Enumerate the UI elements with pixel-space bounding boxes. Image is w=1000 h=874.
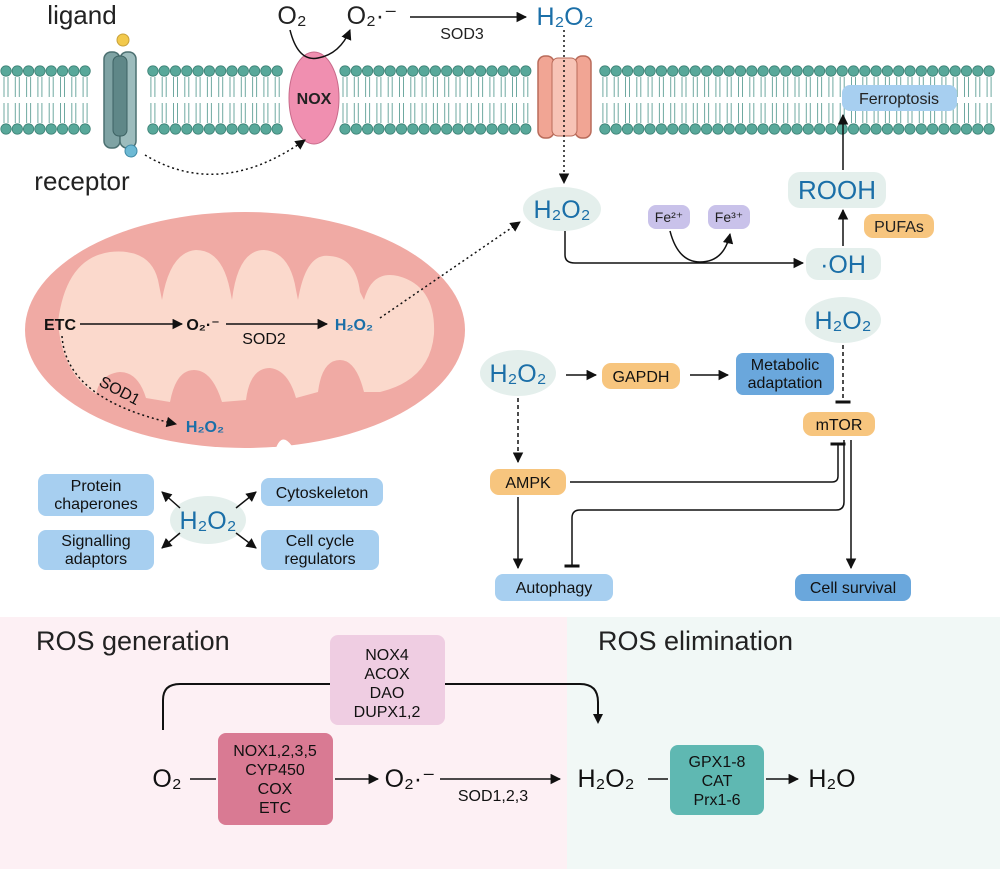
mito-h2o2-label: H₂O₂: [335, 317, 373, 334]
pufas-box: [864, 214, 934, 238]
o2-top-label: O₂: [277, 2, 306, 30]
h2o2-cytosol-bubble: [523, 187, 601, 231]
nox-label: NOX: [297, 91, 332, 108]
direct-enzymes-box: [330, 635, 445, 725]
generation-enzymes-box: [218, 733, 333, 825]
signal-h2o2-right-label: H₂O₂: [815, 307, 872, 335]
signalling-adaptors-box: [38, 530, 154, 570]
fe2-label: Fe²⁺: [655, 209, 683, 225]
mitochondrion: [25, 212, 465, 448]
ampk-inhibits-mtor: [570, 442, 846, 483]
fe3-label: Fe³⁺: [715, 209, 743, 225]
bottom-o2-label: O₂: [152, 765, 181, 793]
sod2-label: SOD2: [242, 331, 286, 348]
autophagy-label: Autophagy: [516, 580, 593, 597]
ampk-label: AMPK: [505, 475, 551, 492]
cell-survival-label: Cell survival: [810, 580, 896, 597]
metabolic-adaptation-box: [736, 353, 834, 395]
ferroptosis-box: [842, 85, 957, 111]
mtor-box: [803, 412, 875, 436]
h2o2-to-oh-arrow: [564, 231, 805, 269]
sod123-label: SOD1,2,3: [458, 788, 528, 805]
receptor-to-nox-arrow: [144, 139, 306, 176]
cell-membrane: [0, 65, 995, 135]
rooh-label: ROOH: [798, 175, 876, 205]
iron-cycle-arc: [669, 230, 734, 263]
etc-label: ETC: [44, 317, 76, 334]
autophagy-box: [495, 574, 613, 601]
elimination-panel: [567, 617, 1000, 869]
sod1-arrow: [61, 335, 178, 428]
gapdh-box: [602, 363, 680, 389]
fe3-box: [708, 205, 750, 229]
mtor-inhibits-autophagy: [564, 440, 845, 568]
ligand-label: ligand: [47, 0, 116, 30]
cell-cycle-regulators-box: [261, 530, 379, 570]
targets-h2o2-bubble: [170, 496, 246, 544]
bottom-h2o2-label: H₂O₂: [578, 765, 635, 793]
superoxide-top-label: O₂·⁻: [347, 2, 398, 30]
receptor-label: receptor: [34, 166, 130, 196]
sod3-label: SOD3: [440, 26, 484, 43]
mito-superoxide-label: O₂·⁻: [186, 317, 219, 334]
receptor-ball: [124, 144, 138, 158]
rooh-bubble: [788, 172, 886, 208]
ampk-box: [490, 469, 566, 495]
h2o2-cytosol-label: H₂O₂: [534, 196, 591, 224]
ros-elimination-title: ROS elimination: [598, 626, 793, 656]
water-label: H₂O: [808, 765, 855, 793]
nox-enzyme: [288, 51, 340, 145]
fe2-box: [648, 205, 690, 229]
ferroptosis-label: Ferroptosis: [859, 91, 939, 108]
h2o2-top-label: H₂O₂: [537, 3, 594, 31]
to-chaperones-arrow: [161, 491, 181, 509]
to-adaptors-arrow: [161, 532, 181, 549]
receptor-protein: [103, 33, 138, 158]
ros-generation-title: ROS generation: [36, 626, 230, 656]
to-regulators-arrow: [235, 532, 257, 549]
mito-to-cytosol-arrow: [379, 221, 521, 319]
cytoskeleton-label: Cytoskeleton: [276, 485, 369, 502]
signal-h2o2-left-bubble: [480, 350, 556, 396]
oh-label: ·OH: [820, 251, 866, 279]
to-cytoskeleton-arrow: [235, 491, 257, 509]
cell-survival-box: [795, 574, 911, 601]
targets-h2o2-label: H₂O₂: [180, 507, 237, 535]
sod1-h2o2-label: H₂O₂: [186, 419, 224, 436]
protein-chaperones-box: [38, 474, 154, 516]
signal-h2o2-left-label: H₂O₂: [490, 360, 547, 388]
gapdh-label: GAPDH: [613, 369, 670, 386]
signal-h2o2-right-bubble: [805, 297, 881, 343]
elimination-enzymes-box: [670, 745, 764, 815]
ligand-ball: [116, 33, 130, 47]
cytoskeleton-box: [261, 478, 383, 506]
bottom-superoxide-label: O₂·⁻: [385, 765, 436, 793]
pufas-label: PUFAs: [874, 219, 924, 236]
nox-reaction-arc: [289, 29, 352, 60]
oh-bubble: [806, 248, 881, 280]
mtor-label: mTOR: [816, 417, 863, 434]
